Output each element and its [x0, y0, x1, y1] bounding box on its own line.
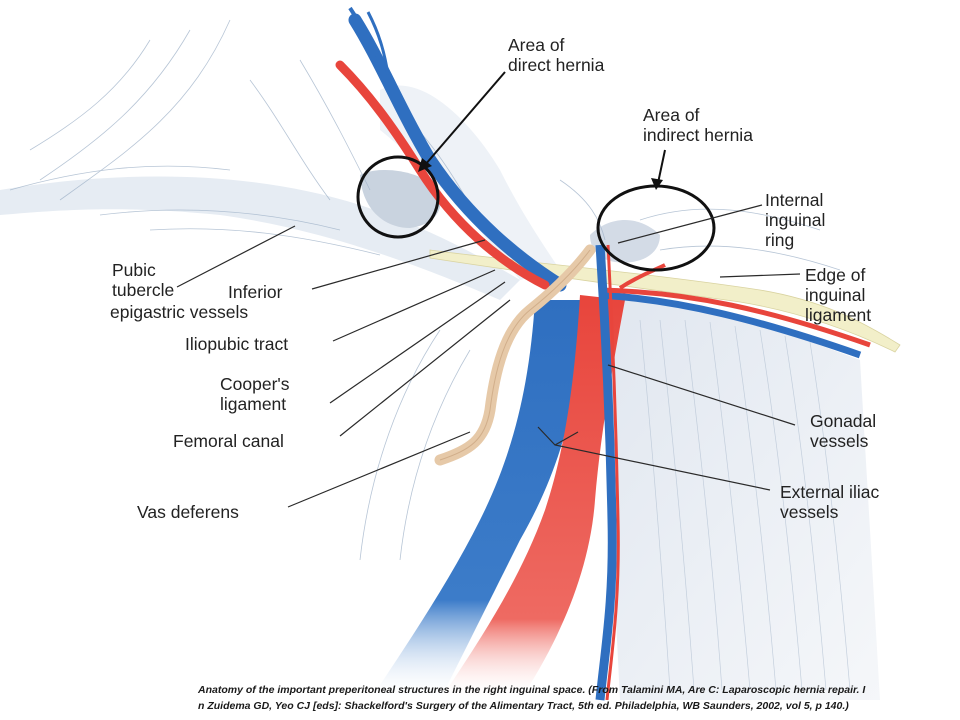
label-area-indirect: Area of indirect hernia: [643, 105, 753, 145]
label-vas-deferens: Vas deferens: [137, 502, 239, 522]
external-iliac-artery: [440, 295, 625, 700]
label-pubic-tubercle-line1: Pubic: [112, 260, 156, 280]
figure-caption: Anatomy of the important preperitoneal s…: [198, 682, 950, 714]
arrow-direct: [418, 71, 506, 172]
label-external-iliac-line2: vessels: [780, 502, 839, 522]
label-coopers-ligament: Cooper's ligament: [220, 374, 290, 414]
label-gonadal-line1: Gonadal: [810, 411, 876, 431]
label-inferior-epigastric-line1: Inferior: [228, 282, 283, 302]
label-area-indirect-line2: indirect hernia: [643, 125, 753, 145]
label-iliopubic-tract: Iliopubic tract: [185, 334, 288, 354]
label-coopers-line2: ligament: [220, 394, 286, 414]
label-area-direct-line2: direct hernia: [508, 55, 605, 75]
label-internal-ring: Internal inguinal ring: [765, 190, 825, 250]
label-inferior-epigastric-line2: epigastric vessels: [110, 302, 248, 322]
circumflex-branches: [599, 263, 871, 359]
label-inferior-epigastric: Inferior epigastric vessels: [110, 282, 283, 322]
label-edge-ligament: Edge of inguinal ligament: [805, 265, 871, 325]
label-area-direct: Area of direct hernia: [508, 35, 605, 75]
label-femoral-canal: Femoral canal: [173, 431, 284, 451]
label-pubic-tubercle: Pubic tubercle: [112, 260, 174, 300]
label-area-direct-line1: Area of: [508, 35, 565, 55]
fascia-background: [0, 19, 901, 700]
label-internal-ring-line1: Internal: [765, 190, 823, 210]
label-edge-ligament-line3: ligament: [805, 305, 871, 325]
direct-hernia-circle: [356, 155, 440, 239]
gonadal-vessels: [595, 244, 620, 701]
label-external-iliac-line1: External iliac: [780, 482, 879, 502]
label-edge-ligament-line1: Edge of: [805, 265, 865, 285]
leader-lines: [176, 204, 801, 508]
external-iliac-vein: [370, 300, 585, 700]
label-internal-ring-line3: ring: [765, 230, 794, 250]
label-area-indirect-line1: Area of: [643, 105, 700, 125]
label-edge-ligament-line2: inguinal: [805, 285, 865, 305]
label-coopers-line1: Cooper's: [220, 374, 290, 394]
label-external-iliac: External iliac vessels: [780, 482, 879, 522]
label-pubic-tubercle-line2: tubercle: [112, 280, 174, 300]
label-gonadal-line2: vessels: [810, 431, 869, 451]
caption-line-2: n Zuidema GD, Yeo CJ [eds]: Shackelford'…: [198, 700, 849, 712]
arrow-indirect: [651, 149, 666, 190]
caption-line-1: Anatomy of the important preperitoneal s…: [198, 684, 866, 696]
label-internal-ring-line2: inguinal: [765, 210, 825, 230]
label-gonadal-vessels: Gonadal vessels: [810, 411, 876, 451]
